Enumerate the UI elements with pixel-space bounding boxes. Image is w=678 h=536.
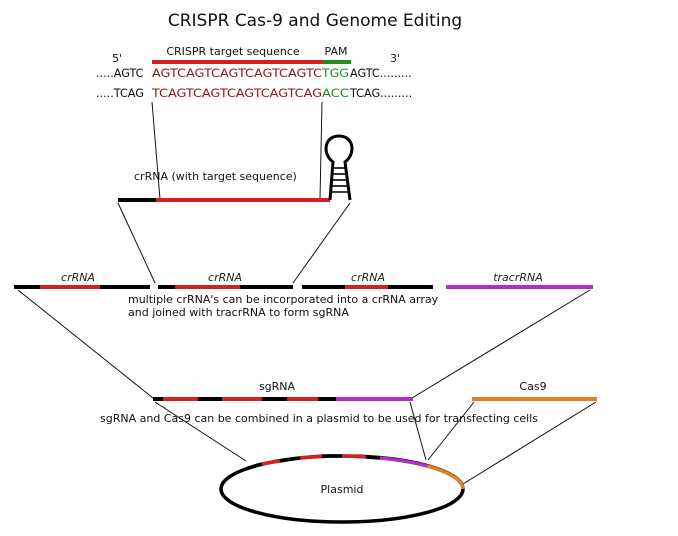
bottom-target-seq: TCAGTCAGTCAGTCAGTCAG (151, 87, 322, 100)
cas9-label: Cas9 (519, 380, 546, 393)
connector-array-to-sgrna-right (411, 289, 591, 399)
connector-cas9-to-plasmid-left (427, 401, 475, 461)
connector-dna-to-crrna-right (319, 101, 323, 200)
crrna-label: crRNA (with target sequence) (134, 170, 297, 183)
diagram-title: CRISPR Cas-9 and Genome Editing (168, 11, 462, 31)
connector-cas9-to-plasmid-right (462, 401, 597, 485)
bottom-left-flank: .....TCAG (96, 87, 144, 100)
top-right-flank: AGTC......... (350, 67, 412, 80)
combine-caption: sgRNA and Cas9 can be combined in a plas… (100, 412, 538, 425)
three-prime-label: 3' (390, 52, 400, 65)
array-label-tracrrna: tracrRNA (493, 271, 543, 284)
target-sequence-label: CRISPR target sequence (166, 45, 300, 58)
plasmid-ring (219, 454, 465, 524)
crrna-hairpin (324, 134, 354, 201)
sgrna-label: sgRNA (259, 380, 296, 393)
bottom-right-flank: TCAG......... (349, 87, 412, 100)
connector-array-to-sgrna-left (17, 289, 154, 399)
connector-sgrna-to-plasmid-right (409, 401, 427, 461)
array-caption-line-2: and joined with tracrRNA to form sgRNA (128, 306, 349, 319)
dna-top-strand: .....AGTC AGTCAGTCAGTCAGTCAGTC TGG AGTC.… (96, 67, 412, 80)
top-pam-seq: TGG (321, 67, 349, 80)
array-label-crrna-2: crRNA (208, 271, 242, 284)
connector-sgrna-to-plasmid-left (154, 401, 247, 462)
array-caption-line-1: multiple crRNA's can be incorporated int… (128, 293, 439, 306)
connector-crrna-to-array-right (292, 202, 351, 284)
top-target-seq: AGTCAGTCAGTCAGTCAGTC (152, 67, 322, 80)
bottom-pam-seq: ACC (322, 87, 349, 100)
five-prime-label: 5' (112, 52, 122, 65)
dna-bottom-strand: .....TCAG TCAGTCAGTCAGTCAGTCAG ACC TCAG.… (96, 87, 412, 100)
pam-label: PAM (325, 45, 348, 58)
top-left-flank: .....AGTC (96, 67, 144, 80)
array-label-crrna-1: crRNA (61, 271, 95, 284)
plasmid-label: Plasmid (321, 483, 364, 496)
array-label-crrna-3: crRNA (351, 271, 385, 284)
connector-crrna-to-array-left (117, 202, 156, 284)
hairpin-rungs (331, 167, 348, 193)
connector-dna-to-crrna-left (151, 101, 161, 200)
